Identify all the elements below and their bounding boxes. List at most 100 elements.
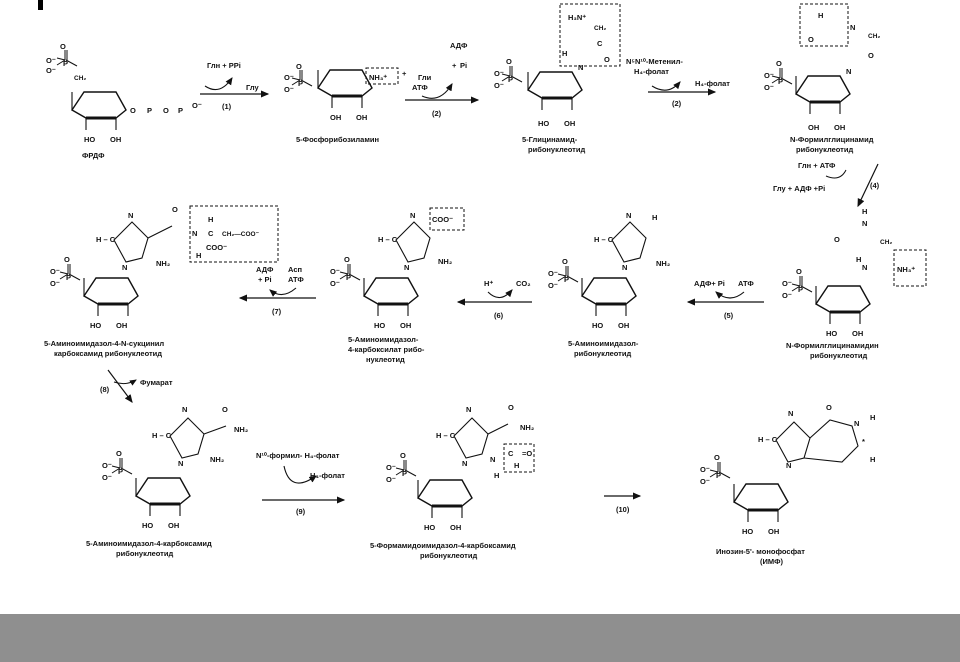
molecule-name: Инозин-5'- монофосфат (716, 547, 805, 556)
atom-label: CH₂ (74, 75, 86, 82)
atom-label: H (514, 461, 519, 470)
atom-label: OH (618, 321, 629, 330)
product-label: + Pi (258, 275, 272, 284)
atom-label: NH₂ (156, 259, 170, 268)
atom-label: HO (538, 119, 549, 128)
atom-label: O⁻ (764, 71, 774, 80)
atom-label: O⁻ (284, 85, 294, 94)
molecule-name: рибонуклеотид (810, 351, 867, 360)
molecule-name: 5-Аминоимидазол- (568, 339, 639, 348)
product-label: H₄-фолат (695, 79, 730, 88)
molecule-aminoimidazole-carboxamide: N H – C N NH₂ O NH₂ O O⁻ O⁻ P HO OH 5-Ам… (86, 405, 248, 558)
molecule-succinylcarboxamide: N H – C N NH₂ O N H C CH₂—COO⁻ COO⁻ H O … (44, 205, 279, 358)
atom-label: OH (110, 135, 121, 144)
product-label: CO₂ (516, 279, 531, 288)
reagent-label: АДФ+ Pi (694, 279, 725, 288)
atom-label: O⁻ (386, 463, 396, 472)
atom-label: H – C (378, 235, 398, 244)
atom-label: O⁻ (548, 281, 558, 290)
atom-label: O (296, 62, 302, 71)
atom-label: COO⁻ (206, 243, 227, 252)
atom-label: N (626, 211, 631, 220)
atom-label: H (196, 251, 201, 260)
atom-label: O (222, 405, 228, 414)
molecule-frdf: O O⁻ O⁻ P CH₂ O P O P O⁻ HO OH ФРДФ (46, 42, 202, 160)
step-number: (2) (432, 109, 442, 118)
step-number: (5) (724, 311, 734, 320)
atom-label: NH₃⁺ (897, 265, 915, 274)
atom-label: O⁻ (284, 73, 294, 82)
product-label: Pi (460, 61, 467, 70)
atom-label: O⁻ (700, 465, 710, 474)
atom-label: O⁻ (46, 56, 56, 65)
atom-label: C (208, 229, 214, 238)
atom-label: H (870, 413, 875, 422)
atom-label: N (786, 461, 791, 470)
molecule-name: 5-Глицинамид- (522, 135, 578, 144)
atom-label: O⁻ (386, 475, 396, 484)
atom-label: H (208, 215, 213, 224)
atom-label: O (344, 255, 350, 264)
atom-label: NH₂ (234, 425, 248, 434)
step-number: (7) (272, 307, 282, 316)
atom-label: CH₂ (594, 25, 606, 32)
atom-label: OH (116, 321, 127, 330)
step-number: (10) (616, 505, 630, 514)
atom-label: H (562, 49, 567, 58)
molecule-name: 5-Фосфорибозиламин (296, 135, 379, 144)
atom-label: O (172, 205, 178, 214)
molecule-name: рибонуклеотид (116, 549, 173, 558)
atom-label: H (652, 213, 657, 222)
step-number: (4) (870, 181, 880, 190)
atom-label: NH₂ (656, 259, 670, 268)
atom-label: N (178, 459, 183, 468)
molecule-name: рибонуклеотид (574, 349, 631, 358)
atom-label: O (834, 235, 840, 244)
atom-label: N (578, 63, 583, 72)
atom-label: H (494, 471, 499, 480)
atom-label: N (462, 459, 467, 468)
atom-label: O⁻ (50, 267, 60, 276)
atom-label: O⁻ (494, 81, 504, 90)
step-number: (2) (672, 99, 682, 108)
molecule-name: ФРДФ (82, 151, 105, 160)
footer-bar (0, 614, 960, 662)
reagent-label: Глн + PPi (207, 61, 241, 70)
reaction-step-5: АДФ+ Pi АТФ (5) (686, 279, 764, 320)
atom-label: O (796, 267, 802, 276)
atom-label: N (622, 263, 627, 272)
atom-label: OH (564, 119, 575, 128)
atom-label: N (192, 229, 197, 238)
atom-label: OH (400, 321, 411, 330)
reaction-step-3: N⁵N¹⁰-Метенил- H₄-фолат H₄-фолат (2) (626, 57, 730, 108)
atom-label: H (870, 455, 875, 464)
atom-label: NH₂ (210, 455, 224, 464)
atom-label: O (508, 403, 514, 412)
reagent-label: Асп (288, 265, 302, 274)
molecule-name: 5-Аминоимидазол-4-N-сукцинил (44, 339, 164, 348)
reagent-label: H₄-фолат (634, 67, 669, 76)
product-label: Фумарат (140, 378, 173, 387)
atom-label: O⁻ (330, 279, 340, 288)
atom-label: O⁻ (192, 101, 202, 110)
atom-label: OH (450, 523, 461, 532)
atom-label: N (862, 219, 867, 228)
atom-label: HO (742, 527, 753, 536)
atom-label: O (808, 35, 814, 44)
atom-label: O⁻ (50, 279, 60, 288)
atom-label: N (846, 67, 851, 76)
atom-label: O (776, 59, 782, 68)
atom-label: O (562, 257, 568, 266)
molecule-aminoimidazole-carboxylate: N COO⁻ H – C N NH₂ O O⁻ O⁻ P HO OH 5-Ами… (330, 207, 465, 364)
atom-label: N (410, 211, 415, 220)
atom-label: OH (768, 527, 779, 536)
reagent-label: N¹⁰-формил- H₄-фолат (256, 451, 340, 460)
molecule-formamidoimidazole-carboxamide: N H – C N O NH₂ N H C =O H O O⁻ O⁻ P HO … (370, 403, 535, 560)
step-number: (6) (494, 311, 504, 320)
atom-label: O⁻ (494, 69, 504, 78)
atom-label: CH₂ (880, 239, 892, 246)
molecule-name: 4-карбоксилат рибо- (348, 345, 425, 354)
atom-label: P (346, 273, 351, 282)
atom-label: P (178, 106, 183, 115)
